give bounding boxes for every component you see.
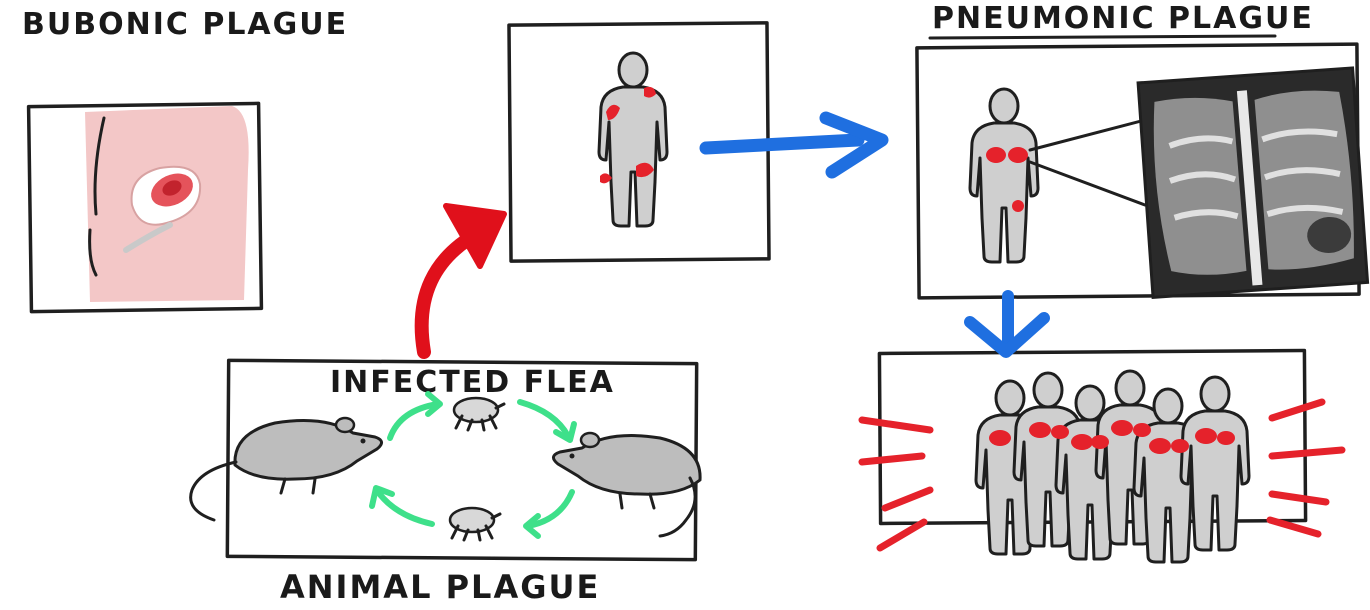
crowd-spread-panel	[862, 351, 1342, 562]
bubonic-plague-title: BUBONIC PLAGUE	[22, 7, 348, 42]
xray-pointer-lines	[1030, 120, 1145, 205]
crowd-people	[976, 371, 1249, 562]
pneumonic-panel	[917, 44, 1368, 298]
pneumonic-plague-title: PNEUMONIC PLAGUE	[932, 1, 1314, 36]
arrow-pneumonic-to-crowd	[970, 296, 1044, 352]
rat-left	[191, 418, 382, 520]
chest-xray	[1138, 68, 1367, 297]
animal-plague-title: ANIMAL PLAGUE	[280, 568, 600, 606]
bubonic-panel	[29, 103, 262, 311]
infected-flea-label: INFECTED FLEA	[330, 365, 615, 400]
spread-marks-left	[862, 420, 930, 548]
flea-top	[454, 398, 504, 430]
animal-plague-panel: INFECTED FLEA	[191, 360, 700, 559]
flea-bottom	[450, 508, 500, 540]
rat-right	[553, 433, 700, 536]
arrow-person-to-pneumonic	[706, 118, 882, 172]
pneumonic-title-underline	[930, 36, 1275, 38]
lung-infection-left	[986, 147, 1006, 163]
lung-infection-right	[1008, 147, 1028, 163]
arrow-animal-to-person	[422, 206, 504, 352]
